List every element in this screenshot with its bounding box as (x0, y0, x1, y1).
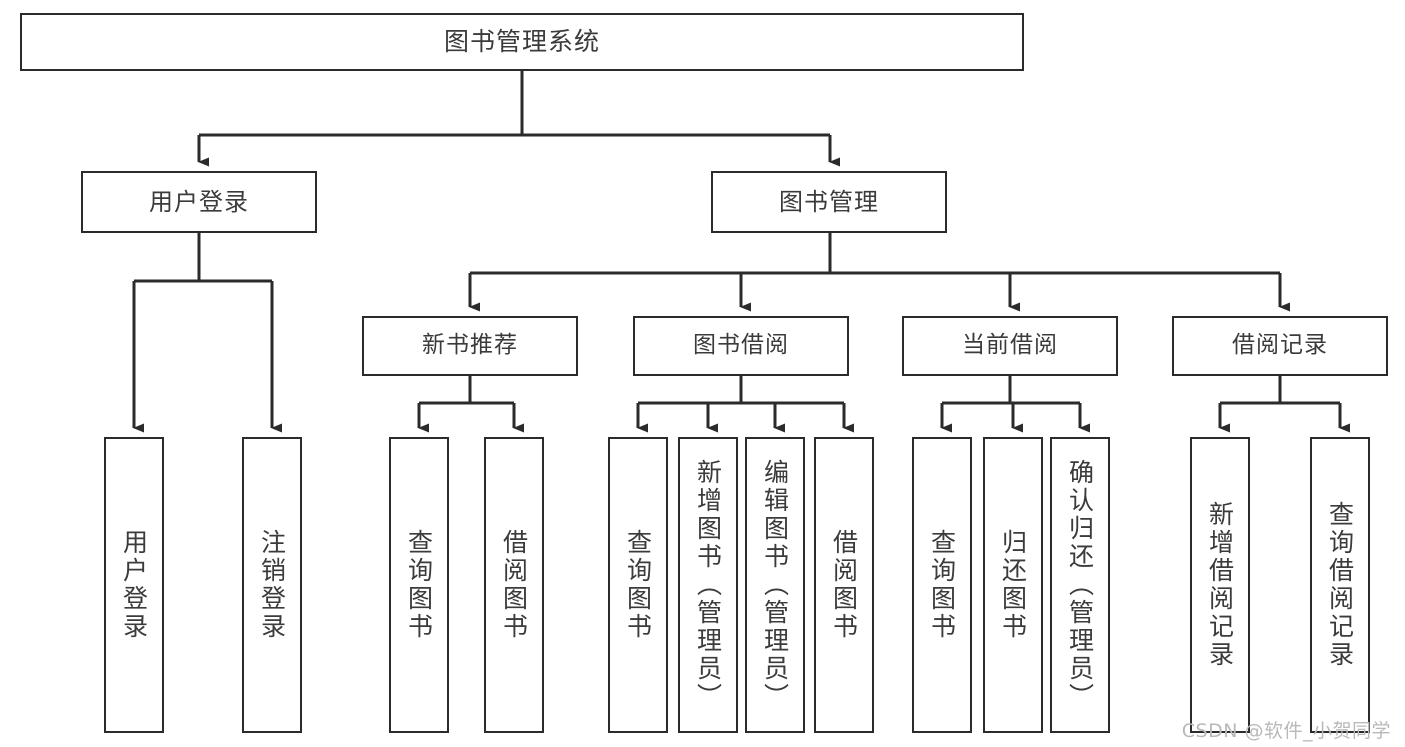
node-label: 新增借阅记录 (1205, 501, 1235, 669)
node-current-borrow[interactable]: 当前借阅 (902, 316, 1118, 376)
node-borrow-record[interactable]: 借阅记录 (1172, 316, 1388, 376)
node-leaf-edit-book-admin[interactable]: 编辑图书（管理员） (745, 437, 805, 733)
node-user-login[interactable]: 用户登录 (81, 171, 317, 233)
node-label: 查询图书 (404, 529, 434, 641)
node-leaf-user-login[interactable]: 用户登录 (104, 437, 164, 733)
node-label: 借阅记录 (1232, 332, 1328, 359)
node-label: 借阅图书 (829, 529, 859, 641)
node-label: 图书管理系统 (443, 27, 600, 57)
node-label: 编辑图书（管理员） (760, 459, 790, 711)
node-leaf-borrow-book[interactable]: 借阅图书 (814, 437, 874, 733)
node-label: 当前借阅 (962, 332, 1058, 359)
node-leaf-query-book-borrow[interactable]: 查询图书 (608, 437, 668, 733)
node-leaf-add-borrow-record[interactable]: 新增借阅记录 (1190, 437, 1250, 733)
node-leaf-confirm-return-admin[interactable]: 确认归还（管理员） (1050, 437, 1110, 733)
node-label: 图书管理 (779, 187, 879, 216)
node-label: 查询借阅记录 (1325, 501, 1355, 669)
node-label: 查询图书 (623, 529, 653, 641)
node-label: 用户登录 (119, 529, 149, 641)
node-label: 用户登录 (149, 187, 249, 216)
node-leaf-borrow-book-rec[interactable]: 借阅图书 (484, 437, 544, 733)
node-new-book-recommend[interactable]: 新书推荐 (362, 316, 578, 376)
node-label: 新增图书（管理员） (693, 459, 723, 711)
node-label: 图书借阅 (693, 332, 789, 359)
node-label: 归还图书 (998, 529, 1028, 641)
node-label: 查询图书 (927, 529, 957, 641)
node-leaf-query-book-current[interactable]: 查询图书 (912, 437, 972, 733)
node-leaf-logout-login[interactable]: 注销登录 (242, 437, 302, 733)
node-book-borrow[interactable]: 图书借阅 (633, 316, 849, 376)
node-leaf-query-borrow-record[interactable]: 查询借阅记录 (1310, 437, 1370, 733)
node-label: 注销登录 (257, 529, 287, 641)
node-label: 借阅图书 (499, 529, 529, 641)
node-label: 新书推荐 (422, 332, 518, 359)
node-book-management-system[interactable]: 图书管理系统 (20, 13, 1024, 71)
node-leaf-add-book-admin[interactable]: 新增图书（管理员） (678, 437, 738, 733)
node-book-manage[interactable]: 图书管理 (711, 171, 947, 233)
node-leaf-return-book[interactable]: 归还图书 (983, 437, 1043, 733)
node-leaf-query-book-rec[interactable]: 查询图书 (389, 437, 449, 733)
node-label: 确认归还（管理员） (1065, 459, 1095, 711)
